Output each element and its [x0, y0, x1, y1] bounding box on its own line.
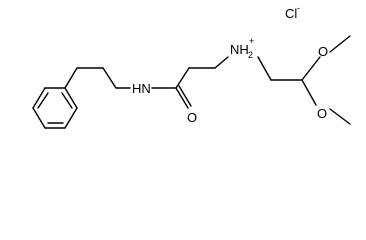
acetal-chain: [257, 35, 351, 125]
amide-group: [151, 56, 229, 109]
chloride-label: Cl: [285, 6, 297, 21]
ammonium-charge: +: [249, 36, 254, 46]
phenethyl-chain: [64, 67, 131, 89]
methoxy-oxygen-upper: O: [318, 44, 328, 59]
ammonium-subscript: 2: [248, 50, 253, 60]
methoxy-oxygen-lower: O: [317, 106, 327, 121]
chloride-charge: -: [297, 3, 300, 13]
amide-oxygen-label: O: [187, 110, 197, 125]
structure-drawing: Cl - HN O NH 2 + O O: [32, 3, 351, 129]
benzene-ring: [32, 87, 78, 129]
ammonium-label: NH: [230, 42, 249, 57]
amide-nh-label: HN: [132, 81, 151, 96]
